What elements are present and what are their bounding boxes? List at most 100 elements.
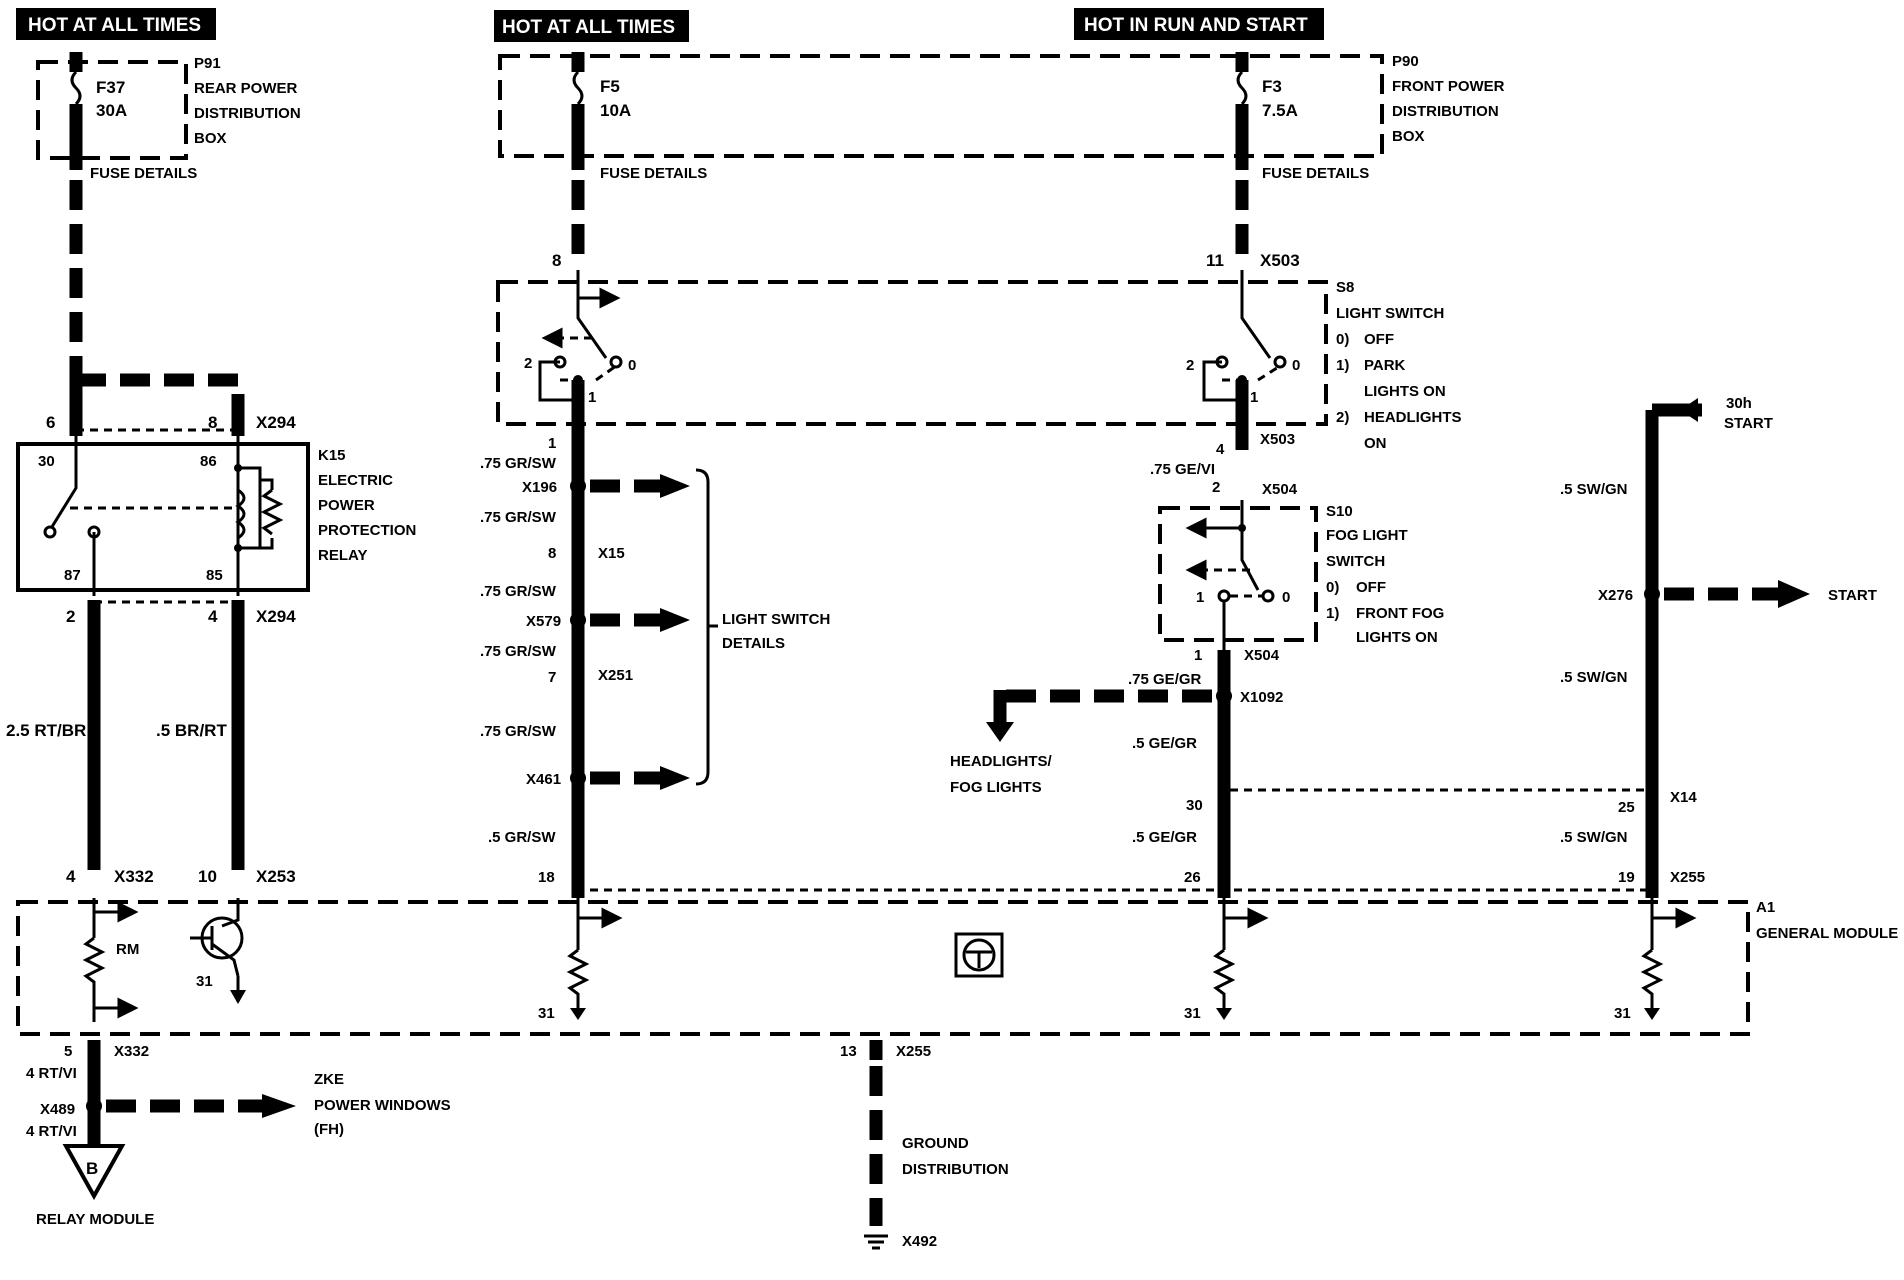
svg-text:HOT IN RUN AND START: HOT IN RUN AND START [1084, 15, 1308, 36]
svg-text:X251: X251 [598, 667, 633, 684]
svg-text:GROUND: GROUND [902, 1135, 969, 1152]
connector-x294-top: 6 8 X294 [46, 413, 296, 432]
svg-text:FRONT POWER: FRONT POWER [1392, 78, 1505, 95]
svg-text:0: 0 [1292, 357, 1300, 374]
svg-text:18: 18 [538, 869, 555, 886]
svg-text:4 RT/VI: 4 RT/VI [26, 1065, 77, 1082]
svg-text:X492: X492 [902, 1233, 937, 1250]
svg-text:LIGHT SWITCH: LIGHT SWITCH [1336, 305, 1444, 322]
svg-text:31: 31 [1614, 1005, 1631, 1022]
svg-text:30: 30 [1186, 797, 1203, 814]
svg-text:X503: X503 [1260, 431, 1295, 448]
svg-text:30: 30 [38, 453, 55, 470]
svg-text:.75 GR/SW: .75 GR/SW [480, 583, 557, 600]
svg-text:31: 31 [538, 1005, 555, 1022]
svg-text:X253: X253 [256, 867, 296, 886]
wire-k15-bridge [76, 373, 245, 420]
svg-text:HEADLIGHTS/: HEADLIGHTS/ [950, 753, 1053, 770]
svg-text:31: 31 [1184, 1005, 1201, 1022]
s8-light-switch: 2 0 1 2 0 1 S8 LIGHT SWITCH 0) OFF 1) PA… [496, 270, 1462, 452]
svg-text:FUSE DETAILS: FUSE DETAILS [600, 165, 707, 182]
svg-text:FOG LIGHT: FOG LIGHT [1326, 527, 1408, 544]
svg-text:ZKE: ZKE [314, 1071, 344, 1088]
svg-text:X489: X489 [40, 1101, 75, 1118]
svg-text:10A: 10A [600, 101, 631, 120]
header-center: HOT AT ALL TIMES [494, 10, 689, 42]
svg-text:8: 8 [208, 413, 217, 432]
svg-text:4: 4 [208, 607, 218, 626]
svg-text:X332: X332 [114, 867, 154, 886]
svg-text:4: 4 [66, 867, 76, 886]
svg-text:B: B [86, 1159, 98, 1178]
svg-text:BOX: BOX [194, 130, 227, 147]
svg-text:LIGHTS ON: LIGHTS ON [1364, 383, 1446, 400]
svg-text:26: 26 [1184, 869, 1201, 886]
svg-text:K15: K15 [318, 447, 346, 464]
pin-11-s8: 11 [1206, 251, 1224, 270]
svg-text:.5 SW/GN: .5 SW/GN [1560, 669, 1628, 686]
svg-text:30A: 30A [96, 101, 127, 120]
svg-text:P90: P90 [1392, 53, 1419, 70]
svg-text:25: 25 [1618, 799, 1635, 816]
svg-text:.75 GR/SW: .75 GR/SW [480, 455, 557, 472]
svg-text:.75 GR/SW: .75 GR/SW [480, 643, 557, 660]
svg-text:6: 6 [46, 413, 55, 432]
svg-text:HEADLIGHTS: HEADLIGHTS [1364, 409, 1462, 426]
svg-text:0): 0) [1336, 331, 1349, 348]
header-left: HOT AT ALL TIMES [16, 8, 216, 40]
svg-text:S10: S10 [1326, 503, 1353, 520]
svg-text:X294: X294 [256, 413, 296, 432]
svg-text:.5 SW/GN: .5 SW/GN [1560, 829, 1628, 846]
svg-text:X15: X15 [598, 545, 625, 562]
svg-text:FUSE DETAILS: FUSE DETAILS [90, 165, 197, 182]
svg-text:BOX: BOX [1392, 128, 1425, 145]
svg-text:OFF: OFF [1356, 579, 1386, 596]
svg-text:RELAY: RELAY [318, 547, 367, 564]
svg-text:DISTRIBUTION: DISTRIBUTION [194, 105, 301, 122]
svg-text:1: 1 [588, 389, 596, 406]
svg-text:2): 2) [1336, 409, 1349, 426]
svg-text:X276: X276 [1598, 587, 1633, 604]
svg-text:X196: X196 [522, 479, 557, 496]
svg-text:POWER: POWER [318, 497, 375, 514]
relay-module: B RELAY MODULE [36, 1144, 154, 1228]
svg-text:REAR POWER: REAR POWER [194, 80, 298, 97]
svg-text:85: 85 [206, 567, 223, 584]
svg-text:(FH): (FH) [314, 1121, 344, 1138]
fog-output-wires: 1 X504 .75 GE/GR X1092 HEADLIGHTS/ FOG L… [590, 647, 1648, 898]
svg-text:2: 2 [1186, 357, 1194, 374]
svg-text:10: 10 [198, 867, 217, 886]
svg-text:2: 2 [1212, 479, 1220, 496]
svg-text:X294: X294 [256, 607, 296, 626]
svg-text:SWITCH: SWITCH [1326, 553, 1385, 570]
svg-text:4: 4 [1216, 441, 1225, 458]
svg-text:DISTRIBUTION: DISTRIBUTION [1392, 103, 1499, 120]
svg-text:8: 8 [548, 545, 556, 562]
svg-text:5: 5 [64, 1043, 72, 1060]
svg-text:1: 1 [1194, 647, 1202, 664]
svg-text:.5 GE/GR: .5 GE/GR [1132, 735, 1197, 752]
svg-text:2.5 RT/BR: 2.5 RT/BR [6, 721, 86, 740]
svg-text:LIGHT SWITCH: LIGHT SWITCH [722, 611, 830, 628]
svg-text:RELAY MODULE: RELAY MODULE [36, 1211, 154, 1228]
svg-text:X504: X504 [1244, 647, 1280, 664]
svg-text:A1: A1 [1756, 899, 1775, 916]
svg-text:RM: RM [116, 941, 139, 958]
svg-text:X255: X255 [1670, 869, 1705, 886]
svg-text:PARK: PARK [1364, 357, 1406, 374]
svg-text:2: 2 [66, 607, 75, 626]
svg-text:FRONT FOG: FRONT FOG [1356, 605, 1444, 622]
svg-text:1: 1 [548, 435, 556, 452]
svg-text:F5: F5 [600, 77, 620, 96]
svg-text:ON: ON [1364, 435, 1387, 452]
svg-text:1: 1 [1196, 589, 1204, 606]
svg-text:START: START [1724, 415, 1773, 432]
svg-text:4 RT/VI: 4 RT/VI [26, 1123, 77, 1140]
k15-electric-power-protection-relay: 30 86 87 85 K15 ELECTRIC POWER PROTECTIO… [16, 436, 416, 596]
connector-x503-top: X503 [1260, 251, 1300, 270]
svg-text:X332: X332 [114, 1043, 149, 1060]
svg-text:.75 GR/SW: .75 GR/SW [480, 723, 557, 740]
module-output-left: 5 X332 4 RT/VI X489 ZKE POWER WINDOWS (F… [26, 1040, 451, 1152]
svg-text:31: 31 [196, 973, 213, 990]
svg-text:0: 0 [628, 357, 636, 374]
